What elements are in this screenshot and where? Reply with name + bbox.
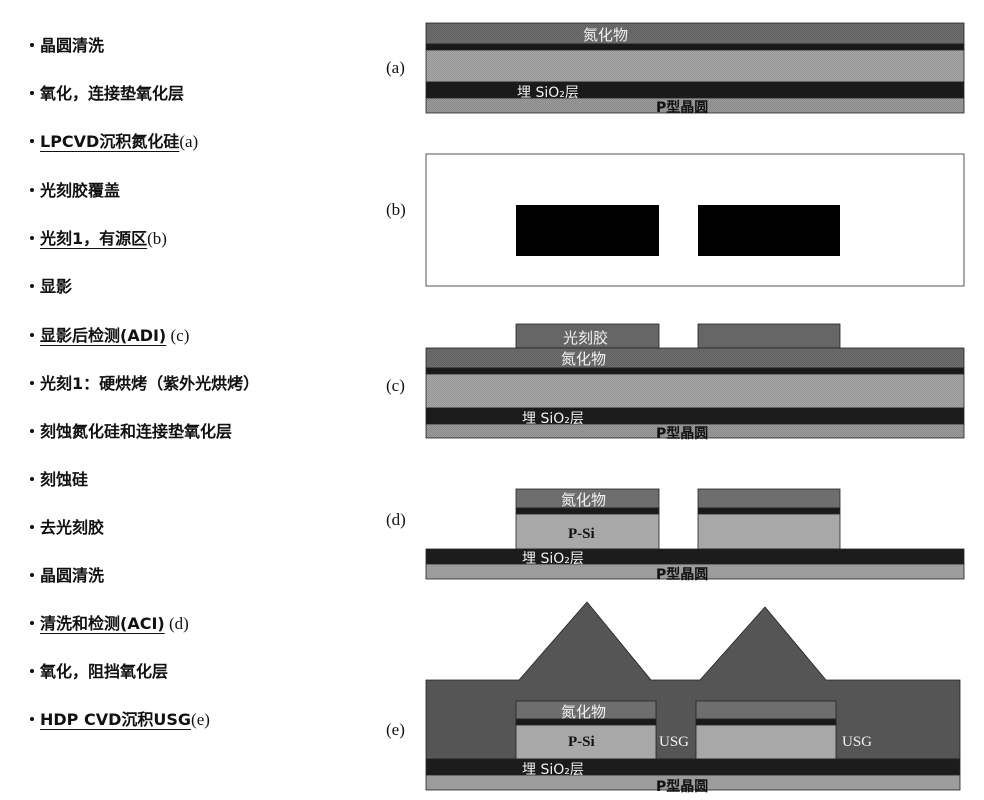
psi-island-left	[515, 724, 657, 760]
box-label-d: 埋 SiO₂层	[522, 551, 584, 567]
bullet-icon	[30, 380, 34, 385]
step-15: HDP CVD沉积USG(e)	[30, 710, 210, 730]
panel-c-stack	[425, 323, 965, 439]
bullet-icon	[30, 476, 34, 481]
bullet-icon	[30, 716, 34, 721]
panel-e-label: (e)	[386, 720, 405, 739]
wafer-label-a: P型晶圆	[656, 99, 708, 116]
step-1: 晶圆清洗	[30, 36, 104, 56]
bullet-icon	[30, 668, 34, 673]
step-4: 光刻胶覆盖	[30, 181, 120, 201]
bullet-icon	[30, 332, 34, 337]
step-3: LPCVD沉积氮化硅(a)	[30, 132, 198, 152]
wafer-label-e: P型晶圆	[656, 778, 708, 795]
panel-e-stack	[425, 601, 961, 791]
resist-label-c: 光刻胶	[563, 329, 608, 347]
nitride-island-right	[695, 700, 837, 720]
nitride-label-d: 氮化物	[561, 491, 606, 509]
usg-label-middle: USG	[659, 734, 689, 750]
step-7: 显影后检测(ADI) (c)	[30, 326, 189, 346]
p-wafer-layer	[425, 563, 965, 580]
usg-layer	[425, 601, 961, 760]
panel-a-label: (a)	[386, 58, 405, 77]
process-step-list: 晶圆清洗 氧化，连接垫氧化层 LPCVD沉积氮化硅(a) 光刻胶覆盖 光刻1，有…	[0, 0, 400, 800]
bullet-icon	[30, 187, 34, 192]
panel-d-stack	[425, 488, 965, 580]
box-label-a: 埋 SiO₂层	[517, 85, 579, 101]
psi-island-right	[697, 513, 841, 550]
nitride-label-e: 氮化物	[561, 703, 606, 721]
buried-oxide-layer	[425, 548, 965, 565]
wafer-label-c: P型晶圆	[656, 425, 708, 442]
step-2: 氧化，连接垫氧化层	[30, 84, 184, 104]
bullet-icon	[30, 572, 34, 577]
step-5: 光刻1，有源区(b)	[30, 229, 167, 249]
step-14: 氧化，阻挡氧化层	[30, 662, 168, 682]
bullet-icon	[30, 42, 34, 47]
step-12: 晶圆清洗	[30, 566, 104, 586]
step-6: 显影	[30, 277, 72, 297]
nitride-label-c: 氮化物	[561, 350, 606, 368]
buried-oxide-layer	[425, 758, 961, 776]
panel-d-label: (d)	[386, 510, 406, 529]
psi-island-left	[515, 513, 660, 550]
bullet-icon	[30, 235, 34, 240]
mask-outline	[425, 153, 965, 287]
panel-c-label: (c)	[386, 376, 405, 395]
box-label-e: 埋 SiO₂层	[522, 762, 584, 778]
bullet-icon	[30, 90, 34, 95]
psi-label-e: P-Si	[568, 734, 595, 750]
step-8: 光刻1：硬烘烤（紫外光烘烤）	[30, 374, 259, 394]
psi-label-d: P-Si	[568, 526, 595, 542]
nitride-label-a: 氮化物	[583, 26, 628, 44]
bullet-icon	[30, 428, 34, 433]
mask-pattern-right	[698, 205, 840, 256]
bullet-icon	[30, 283, 34, 288]
psi-island-right	[695, 724, 837, 760]
panel-a-stack	[425, 22, 965, 114]
step-13: 清洗和检测(ACI) (d)	[30, 614, 189, 634]
photoresist-right	[697, 323, 841, 349]
bullet-icon	[30, 620, 34, 625]
mask-pattern-left	[516, 205, 659, 256]
photoresist-left	[515, 323, 660, 349]
nitride-island-right	[697, 488, 841, 509]
step-9: 刻蚀氮化硅和连接垫氧化层	[30, 422, 232, 442]
panel-b-label: (b)	[386, 200, 406, 219]
bullet-icon	[30, 524, 34, 529]
bullet-icon	[30, 138, 34, 143]
p-wafer-layer	[425, 774, 961, 791]
step-10: 刻蚀硅	[30, 470, 88, 490]
step-11: 去光刻胶	[30, 518, 104, 538]
usg-label-right: USG	[842, 734, 872, 750]
wafer-label-d: P型晶圆	[656, 566, 708, 583]
box-label-c: 埋 SiO₂层	[522, 411, 584, 427]
panel-b-mask	[425, 153, 965, 287]
